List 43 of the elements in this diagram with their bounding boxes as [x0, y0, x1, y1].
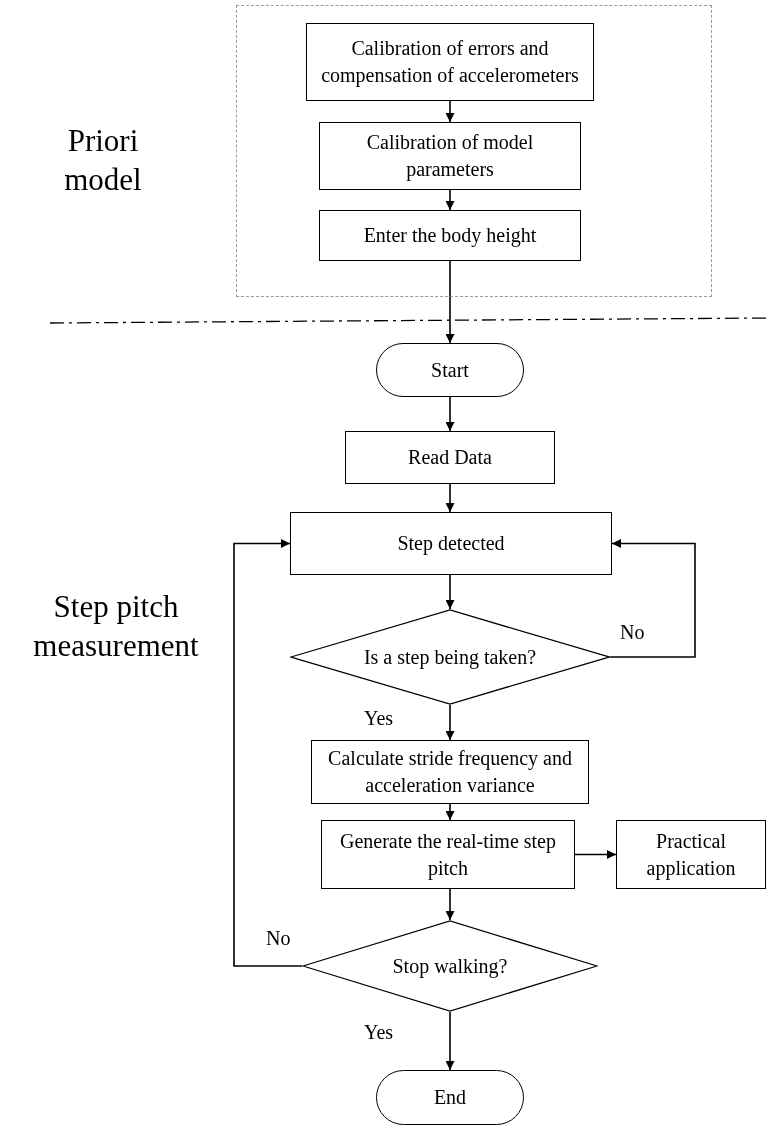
arrow — [445, 189, 455, 211]
process-box — [311, 740, 589, 804]
node-text: Practical application — [645, 828, 737, 882]
node-text: Calibration of errors and compensation of accelerometers — [320, 36, 580, 89]
edge-label: No — [264, 928, 293, 948]
section-label: Step pitch measurement — [32, 588, 200, 665]
node-text: Generate the real-time step pitch — [339, 828, 557, 882]
node-text: Start — [431, 357, 469, 383]
node-text: Enter the body height — [363, 223, 537, 249]
edge-label: No — [618, 622, 647, 642]
arrow — [445, 260, 455, 344]
process-box — [616, 820, 766, 889]
arrow — [445, 100, 455, 123]
arrow — [574, 850, 617, 859]
section-label: Priori model — [63, 122, 143, 199]
arrow — [445, 483, 455, 513]
node-text: Is a step being taken? — [363, 644, 537, 671]
decision-diamond — [290, 609, 610, 705]
dashed-group-box — [236, 5, 712, 297]
process-box — [345, 431, 555, 484]
terminal-pill — [376, 343, 524, 397]
arrow — [445, 704, 455, 741]
arrow — [445, 1011, 455, 1071]
node-text: Calibration of model parameters — [365, 130, 535, 183]
process-box — [290, 512, 612, 575]
process-box — [319, 210, 581, 261]
edge-label: Yes — [362, 708, 396, 728]
edge-label: Yes — [362, 1022, 396, 1042]
node-text: Read Data — [408, 445, 492, 470]
process-box — [306, 23, 594, 101]
node-text: Step detected — [397, 531, 505, 557]
node-text: End — [433, 1085, 467, 1110]
decision-diamond — [302, 920, 598, 1012]
node-text: Calculate stride frequency and acceleration variance — [327, 746, 573, 798]
arrow — [233, 539, 303, 967]
arrow — [609, 539, 696, 658]
arrow — [445, 396, 455, 432]
process-box — [321, 820, 575, 889]
arrow — [445, 803, 455, 821]
process-box — [319, 122, 581, 190]
arrow — [445, 888, 455, 921]
arrow — [445, 574, 455, 610]
node-text: Stop walking? — [392, 953, 508, 980]
